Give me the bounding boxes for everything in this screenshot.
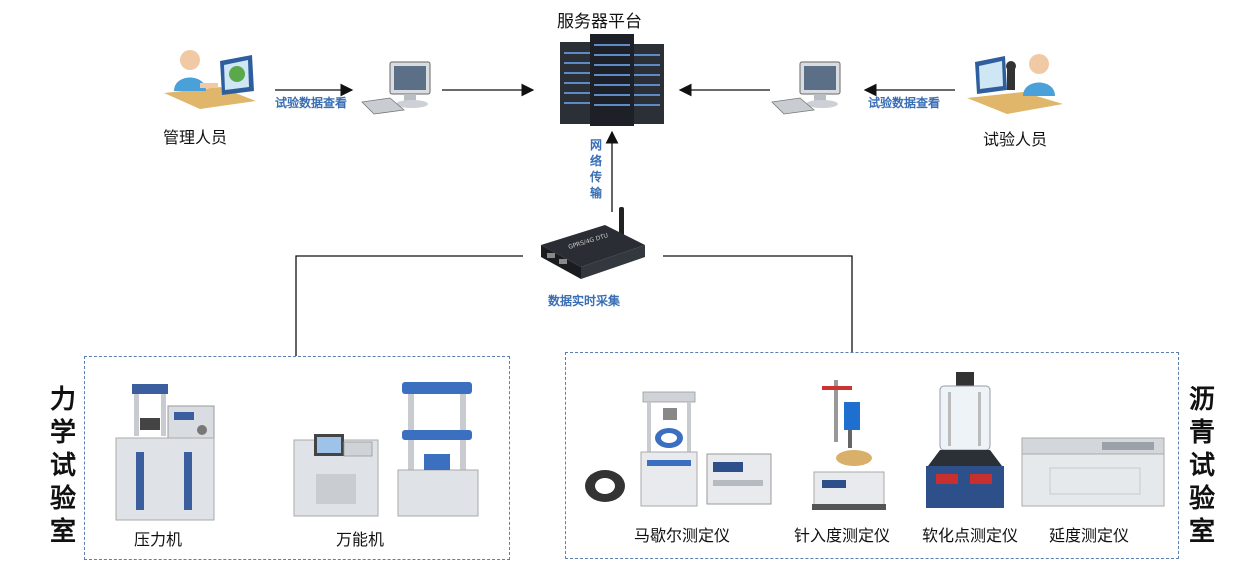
tester-edge-label: 试验数据查看	[868, 96, 941, 110]
universal-testing-machine-icon	[293, 382, 479, 517]
mechanics-group-box	[84, 356, 510, 560]
desktop-computer-icon	[771, 61, 841, 115]
device-label-softening: 软化点测定仪	[922, 526, 1019, 545]
manager-edge-label: 试验数据查看	[275, 96, 348, 110]
device-label-universal: 万能机	[336, 530, 385, 549]
manager-label: 管理人员	[163, 128, 228, 147]
device-label-marshall: 马歇尔测定仪	[634, 526, 731, 545]
device-label-compression: 压力机	[134, 530, 183, 549]
ductility-tester-icon	[1021, 437, 1165, 507]
device-label-ductility: 延度测定仪	[1049, 526, 1130, 545]
penetrometer-icon	[812, 380, 886, 510]
mechanics-group-title: 力学试验室	[49, 385, 76, 547]
asphalt-group-box	[565, 352, 1179, 559]
link-collector-to-mechanics	[295, 255, 523, 356]
wireless-dtu-router-icon: GPRS/4G DTU	[541, 207, 645, 279]
softening-point-tester-icon	[926, 372, 1004, 508]
office-worker-icon	[164, 50, 256, 109]
asphalt-group-title: 沥青试验室	[1188, 385, 1215, 547]
lab-technician-icon	[967, 54, 1063, 114]
collector-label: 数据实时采集	[548, 294, 621, 308]
link-collector-to-asphalt	[663, 255, 853, 352]
server-title: 服务器平台	[557, 12, 642, 32]
network-label: 网络传输	[589, 138, 602, 200]
tester-label: 试验人员	[983, 130, 1048, 149]
desktop-computer-icon	[361, 61, 431, 115]
marshall-tester-icon	[585, 391, 772, 507]
device-label-penetration: 针入度测定仪	[794, 526, 891, 545]
server-rack-icon	[560, 34, 664, 126]
compression-machine-icon	[115, 384, 215, 521]
